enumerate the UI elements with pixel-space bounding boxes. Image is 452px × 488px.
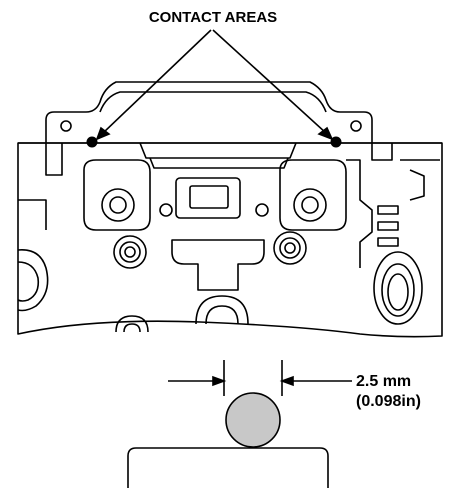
right-lower-boss-inner (284, 242, 296, 254)
contact-point-left (86, 136, 98, 148)
right-tube-outer (373, 251, 423, 325)
right-port-frame (279, 159, 347, 231)
head-body-outline (17, 142, 443, 338)
center-box-inner (189, 185, 229, 209)
right-tube-inner (387, 273, 409, 311)
center-right-hole (255, 203, 269, 217)
left-edge-boss (17, 249, 49, 312)
right-side-body (346, 159, 373, 268)
dimension-arrow-left (212, 375, 227, 387)
sealant-bead (225, 392, 281, 448)
sealant-bead-detail (127, 360, 352, 488)
bottom-center-boss (195, 295, 249, 325)
right-tube-mid (381, 263, 415, 317)
flange-bolt-left (60, 120, 72, 132)
right-port-inner (301, 196, 319, 214)
top-channel (139, 142, 297, 159)
left-lower-boss-inner (124, 246, 136, 258)
right-lower-boss-mid (279, 237, 301, 259)
right-lower-boss-outer (273, 231, 307, 265)
center-box (175, 177, 241, 219)
left-port-outer (101, 188, 135, 222)
cylinder-head (17, 81, 443, 338)
right-side-ribs (377, 205, 399, 247)
mating-surface (127, 447, 329, 488)
lower-cavity (171, 239, 265, 291)
right-port-outer (293, 188, 327, 222)
center-left-hole (159, 203, 173, 217)
left-edge-boss-inner (17, 261, 40, 302)
dimension-arrow-right (279, 375, 294, 387)
callout-arrows (95, 29, 334, 141)
left-side-tab (45, 143, 63, 176)
head-inner-flange (99, 91, 327, 113)
head-top-flange (45, 81, 373, 143)
left-lower-boss-mid (119, 241, 141, 263)
bottom-center-boss-inner (205, 305, 239, 325)
contact-areas-label: CONTACT AREAS (149, 9, 277, 26)
left-lower-boss-outer (113, 235, 147, 269)
right-side-tabs (371, 143, 440, 161)
left-port-frame (83, 159, 151, 231)
left-side-ledge (18, 199, 47, 230)
flange-bolt-right (350, 120, 362, 132)
left-arrowhead (95, 126, 111, 141)
bottom-left-boss (115, 315, 149, 333)
top-channel-inner (149, 157, 289, 169)
right-side-slot (409, 169, 425, 201)
contact-point-right (330, 136, 342, 148)
dimension-imperial-label: (0.098in) (356, 393, 421, 410)
dimension-metric-label: 2.5 mm (356, 373, 411, 390)
right-arrowhead (317, 126, 334, 141)
left-port-inner (109, 196, 127, 214)
bottom-left-boss-inner (123, 323, 141, 333)
